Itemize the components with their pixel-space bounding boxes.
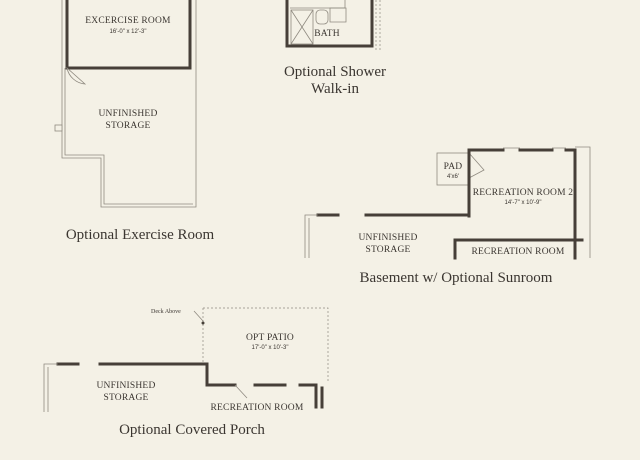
pad-dims: 4'x6' [447, 174, 459, 180]
exercise-room-walls [65, 0, 192, 70]
bath-fixture-line [290, 0, 346, 9]
exercise-room-dims: 16'-0" x 12'-3" [110, 29, 147, 35]
shower-stall [290, 9, 314, 45]
shower-caption-line-2: Walk-in [311, 81, 359, 97]
porch-recreation-label: RECREATION ROOM [211, 403, 304, 413]
bath-label: BATH [314, 29, 340, 39]
exercise-caption: Optional Exercise Room [66, 227, 215, 243]
deck-leader-line [193, 310, 204, 322]
toilet-fixture [315, 9, 329, 25]
storage-inner-outline [64, 68, 193, 205]
exercise-storage-label-1: UNFINISHED [99, 109, 158, 119]
recreation-room-wall [453, 238, 584, 260]
recreation-room-2-dims: 14'-7" x 10'-9" [505, 200, 542, 206]
porch-basement-upper-wall [56, 362, 237, 387]
vanity-fixture [329, 7, 347, 23]
exercise-storage-label-2: STORAGE [105, 121, 150, 131]
porch-outer-left [43, 363, 58, 412]
sunroom-caption: Basement w/ Optional Sunroom [360, 270, 553, 286]
patio-outline [202, 307, 329, 383]
sunroom-outer-right [575, 146, 591, 258]
exercise-door-swing [66, 66, 87, 85]
exercise-room-plan: EXCERCISE ROOM 16'-0" x 12'-3" UNFINISHE… [54, 0, 215, 243]
deck-above-note: Deck Above [151, 309, 181, 315]
shower-diagonal [290, 9, 314, 45]
porch-storage-label-1: UNFINISHED [97, 381, 156, 391]
sunroom-storage-label-1: UNFINISHED [359, 233, 418, 243]
patio-label: OPT PATIO [246, 333, 294, 343]
bath-walls [285, 0, 374, 48]
porch-door-swing [234, 384, 248, 399]
shower-caption-line-1: Optional Shower [284, 64, 386, 80]
patio-dims: 17'-0" x 10'-3" [252, 345, 289, 351]
basement-outer-left [304, 214, 318, 258]
porch-caption: Optional Covered Porch [119, 422, 265, 438]
pad-door-swing [468, 152, 485, 179]
storage-stair-mark [54, 124, 63, 132]
exercise-room-label: EXCERCISE ROOM [85, 16, 171, 26]
sunroom-plan: PAD 4'x6' RECREATION ROOM 2 14'-7" x 10'… [304, 146, 591, 286]
sunroom-recreation-label: RECREATION ROOM [472, 247, 565, 257]
deck-leader-dot [201, 321, 205, 325]
porch-recreation-walls [253, 383, 324, 409]
shower-plan: BATH Optional Shower Walk-in [284, 0, 386, 97]
porch-plan: Deck Above OPT PATIO 17'-0" x 10'-3" UNF… [43, 307, 329, 438]
pad-label: PAD [444, 162, 463, 172]
recreation-room-2-label: RECREATION ROOM 2 [473, 188, 574, 198]
stair-hint [375, 0, 381, 50]
recreation-room-2-walls [467, 148, 577, 260]
sunroom-storage-label-2: STORAGE [365, 245, 410, 255]
storage-outline [61, 0, 197, 208]
porch-storage-label-2: STORAGE [103, 393, 148, 403]
